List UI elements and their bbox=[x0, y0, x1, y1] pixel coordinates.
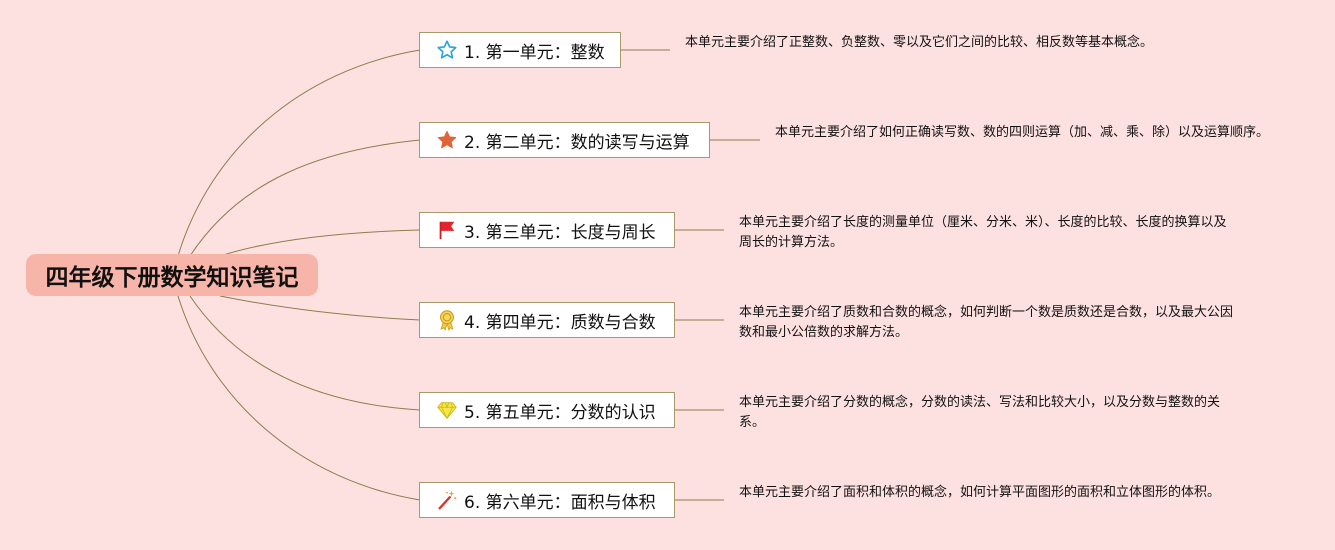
diamond-icon bbox=[436, 399, 458, 421]
red-flag-icon bbox=[436, 219, 458, 241]
topic-label: 3. 第三单元：长度与周长 bbox=[464, 222, 656, 243]
branch-line-6 bbox=[177, 295, 421, 501]
topic-unit-5[interactable]: 5. 第五单元：分数的认识 bbox=[419, 392, 675, 428]
note-unit-4: 本单元主要介绍了质数和合数的概念，如何判断一个数是质数还是合数，以及最大公因数和… bbox=[739, 305, 1234, 340]
star-outline-icon bbox=[436, 39, 458, 61]
topic-label: 1. 第一单元：整数 bbox=[464, 42, 605, 63]
topic-unit-3[interactable]: 3. 第三单元：长度与周长 bbox=[419, 212, 675, 248]
topic-unit-6[interactable]: 6. 第六单元：面积与体积 bbox=[419, 482, 675, 518]
topic-unit-2[interactable]: 2. 第二单元：数的读写与运算 bbox=[419, 122, 710, 158]
medal-icon bbox=[436, 309, 458, 331]
topic-unit-1[interactable]: 1. 第一单元：整数 bbox=[419, 32, 621, 68]
branch-line-2 bbox=[189, 139, 421, 257]
branch-line-1 bbox=[177, 49, 421, 257]
magic-wand-icon bbox=[436, 489, 458, 511]
note-unit-1: 本单元主要介绍了正整数、负整数、零以及它们之间的比较、相反数等基本概念。 bbox=[685, 35, 1154, 50]
central-topic[interactable]: 四年级下册数学知识笔记 bbox=[26, 254, 318, 296]
topic-label: 2. 第二单元：数的读写与运算 bbox=[464, 132, 690, 153]
star-filled-icon bbox=[436, 129, 458, 151]
note-unit-6: 本单元主要介绍了面积和体积的概念，如何计算平面图形的面积和立体图形的体积。 bbox=[739, 485, 1221, 500]
topic-label: 5. 第五单元：分数的认识 bbox=[464, 402, 656, 423]
note-unit-5: 本单元主要介绍了分数的概念，分数的读法、写法和比较大小，以及分数与整数的关系。 bbox=[739, 395, 1221, 430]
topic-unit-4[interactable]: 4. 第四单元：质数与合数 bbox=[419, 302, 675, 338]
topic-label: 4. 第四单元：质数与合数 bbox=[464, 312, 656, 333]
branch-line-5 bbox=[189, 295, 421, 411]
branch-line-3 bbox=[219, 229, 421, 257]
note-unit-2: 本单元主要介绍了如何正确读写数、数的四则运算（加、减、乘、除）以及运算顺序。 bbox=[775, 125, 1270, 140]
topic-label: 6. 第六单元：面积与体积 bbox=[464, 492, 656, 513]
note-unit-3: 本单元主要介绍了长度的测量单位（厘米、分米、米）、长度的比较、长度的换算以及周长… bbox=[739, 215, 1227, 250]
branch-line-4 bbox=[219, 295, 421, 321]
